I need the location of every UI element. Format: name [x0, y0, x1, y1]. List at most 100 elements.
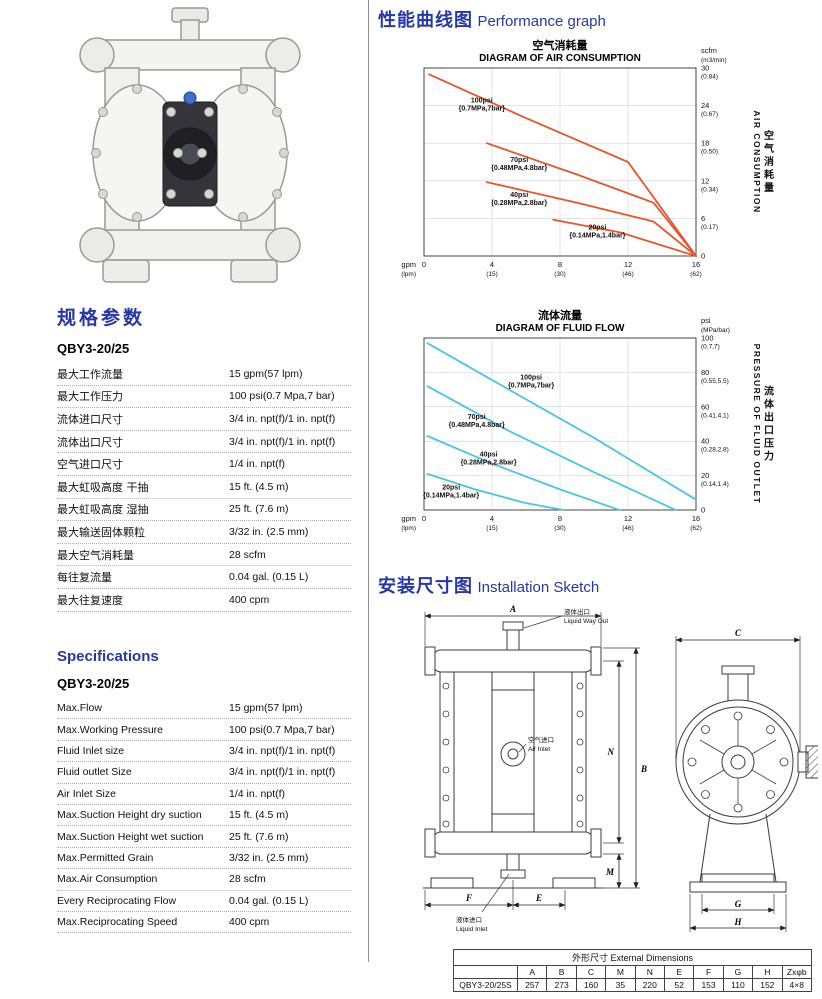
- x-axis-unit: gpm: [401, 514, 416, 523]
- y-tick-label: 20: [701, 471, 709, 480]
- spec-value: 100 psi(0.7 Mpa,7 bar): [229, 390, 335, 403]
- spec-value: 25 ft. (7.6 m): [229, 830, 289, 843]
- front-view-body: [423, 621, 603, 889]
- spec-label: 最大输送固体颗粒: [57, 525, 145, 539]
- dim-label-C: C: [735, 628, 742, 638]
- pump-body: [79, 7, 301, 239]
- spec-label: Every Reciprocating Flow: [57, 894, 177, 907]
- y-tick-label: 6: [701, 214, 705, 223]
- chart-title-zh: 流体流量: [538, 308, 582, 322]
- performance-heading-en: Performance graph: [477, 13, 606, 30]
- x-tick-label: 16: [692, 260, 700, 269]
- spec-label: Max.Air Consumption: [57, 873, 158, 886]
- installation-heading-zh: 安装尺寸图: [378, 576, 473, 597]
- y-axis-title-zh: 力: [764, 450, 774, 463]
- y-tick-label: 12: [701, 176, 709, 185]
- spec-value: 400 cpm: [229, 593, 270, 606]
- series-line: [486, 142, 697, 257]
- y-tick-sublabel: (0.7,7): [701, 344, 720, 351]
- pump-valve-knob: [183, 91, 197, 105]
- side-view-body: [675, 665, 818, 893]
- dims-column-header: N: [634, 965, 665, 979]
- y-tick-sublabel: (0.50): [701, 149, 718, 156]
- spec-row: 空气进口尺寸 1/4 in. npt(f): [57, 453, 351, 476]
- y-axis-title-en: AIR CONSUMPTION: [752, 110, 762, 213]
- series-label: {0.28MPa,2.8bar}: [491, 200, 547, 207]
- series-label: {0.7MPa,7bar}: [459, 105, 506, 112]
- x-axis-unit: (lpm): [401, 525, 416, 532]
- x-tick-sublabel: (62): [690, 525, 702, 532]
- spec-label: 每往复流量: [57, 571, 112, 585]
- series-label: {0.48MPa,4.8bar}: [449, 422, 505, 429]
- dims-column-header: A: [516, 965, 548, 979]
- pump-bolts: [91, 84, 289, 222]
- dims-value-cell: 273: [546, 978, 577, 992]
- model-number-zh: QBY3-20/25: [57, 341, 130, 356]
- specs-en-heading: Specifications: [57, 648, 159, 665]
- dims-value-cell: 152: [752, 978, 783, 992]
- series-line: [426, 385, 677, 511]
- spec-value: 3/32 in. (2.5 mm): [229, 851, 309, 864]
- spec-label: Max.Suction Height dry suction: [57, 809, 202, 822]
- y-tick-label: 60: [701, 402, 709, 411]
- y-tick-sublabel: (0.55,5.5): [701, 378, 729, 385]
- dimension-lines-side: [675, 637, 801, 931]
- installation-section-heading: 安装尺寸图 Installation Sketch: [378, 572, 599, 598]
- x-tick-label: 8: [558, 514, 562, 523]
- spec-value: 1/4 in. npt(f): [229, 458, 286, 471]
- dim-label-M: M: [605, 867, 615, 877]
- side-view-bolts: [687, 711, 789, 813]
- dim-label-F: F: [465, 893, 472, 903]
- y-axis-unit: psi: [701, 316, 711, 325]
- spec-row: Max.Permitted Grain 3/32 in. (2.5 mm): [57, 848, 351, 870]
- dims-column-header: G: [722, 965, 754, 979]
- dims-value-cell: 52: [663, 978, 695, 992]
- series-label: {0.28MPa,2.8bar}: [461, 460, 517, 467]
- chart-title-zh: 空气消耗量: [533, 38, 588, 52]
- y-tick-sublabel: (0.14,1.4): [701, 481, 729, 488]
- spec-label: Max.Suction Height wet suction: [57, 830, 204, 843]
- y-axis-title-zh: 出: [764, 411, 774, 424]
- y-tick-sublabel: (0.67): [701, 111, 718, 118]
- pump-product-photo: [79, 7, 301, 283]
- dims-value-cell: 4×8: [781, 978, 812, 992]
- spec-label: 空气进口尺寸: [57, 458, 123, 472]
- spec-value: 100 psi(0.7 Mpa,7 bar): [229, 723, 335, 736]
- spec-value: 15 ft. (4.5 m): [229, 480, 289, 493]
- x-tick-label: 0: [422, 514, 426, 523]
- liquid-inlet-label-zh: 液体进口: [456, 915, 482, 924]
- y-axis-unit: scfm: [701, 46, 717, 55]
- x-tick-sublabel: (46): [622, 525, 634, 532]
- spec-value: 400 cpm: [229, 916, 270, 929]
- spec-label: Max.Permitted Grain: [57, 851, 154, 864]
- dims-value-cell: 35: [605, 978, 636, 992]
- spec-value: 15 gpm(57 lpm): [229, 367, 303, 380]
- air-inlet-label-zh: 空气进口: [528, 735, 554, 744]
- spec-label: 最大虹吸高度 湿抽: [57, 503, 149, 517]
- dimension-lines-front: [424, 613, 639, 908]
- spec-label: 最大往复速度: [57, 593, 123, 607]
- x-axis-unit: gpm: [401, 260, 416, 269]
- liquid-out-label-zh: 液体出口: [564, 607, 590, 616]
- x-tick-sublabel: (62): [690, 271, 702, 278]
- series-label: 70psi: [468, 414, 486, 421]
- air-inlet-label-en: Air Inlet: [528, 746, 550, 753]
- series-label: {0.14MPa,1.4bar}: [569, 233, 625, 240]
- front-view: A B N M F E 液体出口 Liquid Way Out 空气进口 Air…: [423, 604, 647, 933]
- x-tick-label: 12: [624, 260, 632, 269]
- y-axis-title-zh: 耗: [764, 168, 774, 181]
- spec-value: 1/4 in. npt(f): [229, 787, 286, 800]
- x-tick-sublabel: (30): [554, 525, 566, 532]
- dims-column-header: B: [546, 965, 577, 979]
- performance-section-heading: 性能曲线图 Performance graph: [378, 6, 606, 32]
- performance-heading-zh: 性能曲线图: [378, 10, 473, 31]
